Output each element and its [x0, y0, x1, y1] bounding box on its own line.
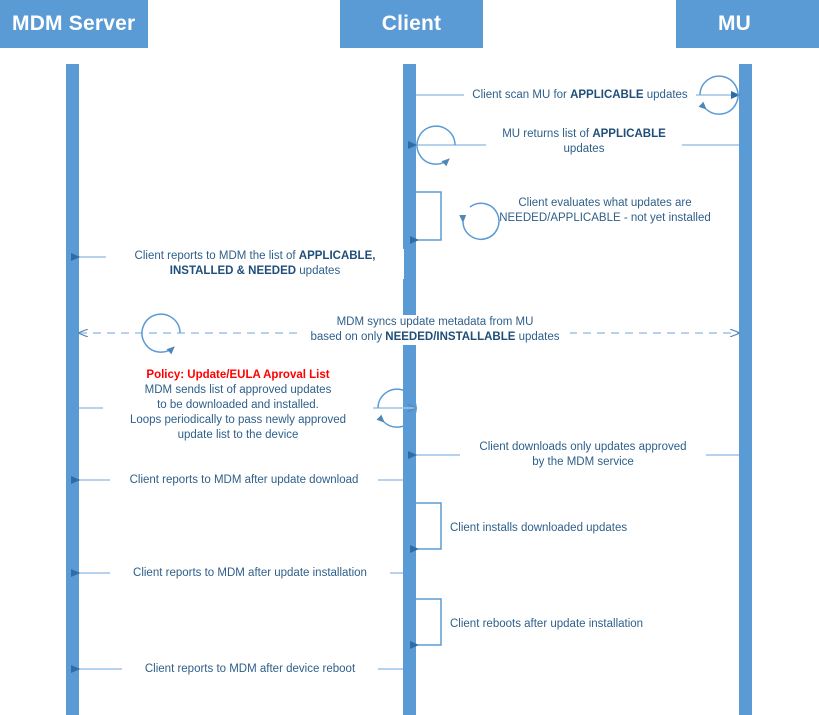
- lifeline-mu: [739, 64, 752, 715]
- message-label-m8: Client reports to MDM after update downl…: [110, 473, 378, 488]
- message-arrow-m9-self: [410, 502, 442, 553]
- lifeline-mdm-server: [66, 64, 79, 715]
- message-label-m1: Client scan MU for APPLICABLE updates: [464, 88, 696, 103]
- message-label-m9: Client installs downloaded updates: [450, 522, 628, 534]
- message-label-m10: Client reports to MDM after update insta…: [110, 566, 390, 581]
- actor-box-mu[interactable]: MU: [676, 0, 819, 48]
- actor-label-mu: MU: [717, 12, 752, 35]
- actor-label-mdm-server: MDM Server: [12, 12, 136, 35]
- actor-box-mdm-server[interactable]: MDM Server: [0, 0, 148, 48]
- actor-label-client: Client: [381, 12, 442, 35]
- actor-box-client[interactable]: Client: [340, 0, 483, 48]
- lifeline-client: [403, 64, 416, 715]
- message-label-m11: Client reboots after update installation: [450, 618, 644, 630]
- message-arrow-m11-self: [410, 598, 442, 649]
- message-label-m12: Client reports to MDM after device reboo…: [122, 662, 378, 677]
- message-label-m4: Client reports to MDM the list of APPLIC…: [106, 249, 404, 279]
